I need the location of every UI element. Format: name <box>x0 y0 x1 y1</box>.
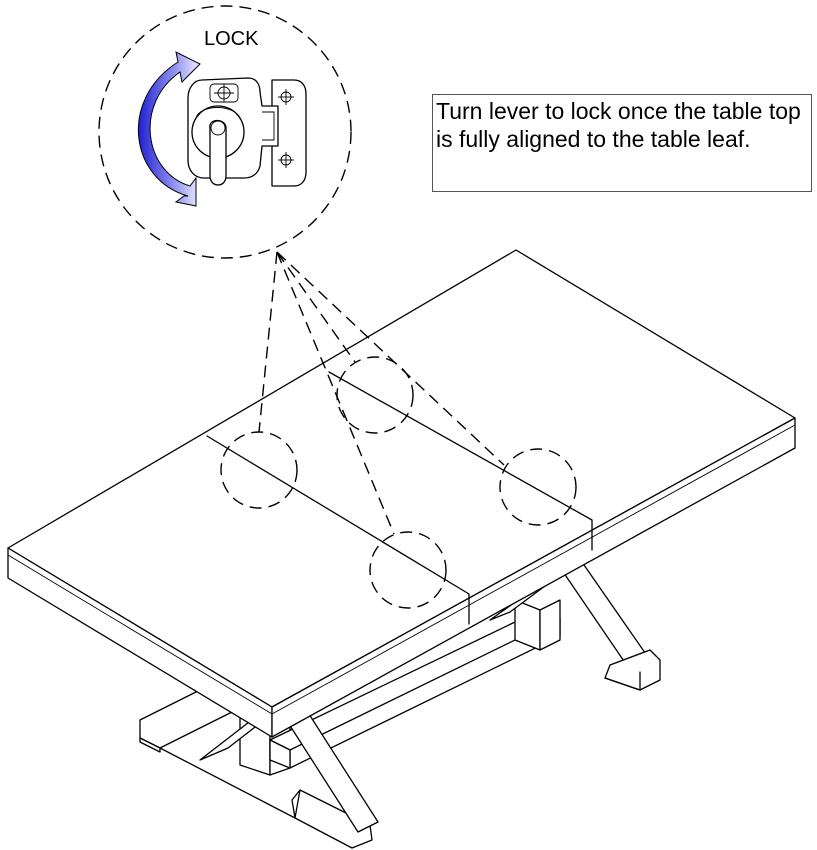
rotate-arrow-icon <box>137 51 201 207</box>
leaf-seam-right <box>328 371 593 551</box>
lock-marker-4 <box>369 531 447 609</box>
cam-lock-icon <box>187 77 307 187</box>
leaf-seam-left <box>206 435 470 625</box>
instruction-note: Turn lever to lock once the table top is… <box>432 94 812 192</box>
trestle-base <box>139 551 661 849</box>
lock-label: LOCK <box>204 28 259 50</box>
lock-detail-bubble: LOCK <box>98 5 352 259</box>
table-top <box>7 249 796 738</box>
lock-marker-3 <box>499 448 577 526</box>
leader-lines <box>258 251 505 535</box>
